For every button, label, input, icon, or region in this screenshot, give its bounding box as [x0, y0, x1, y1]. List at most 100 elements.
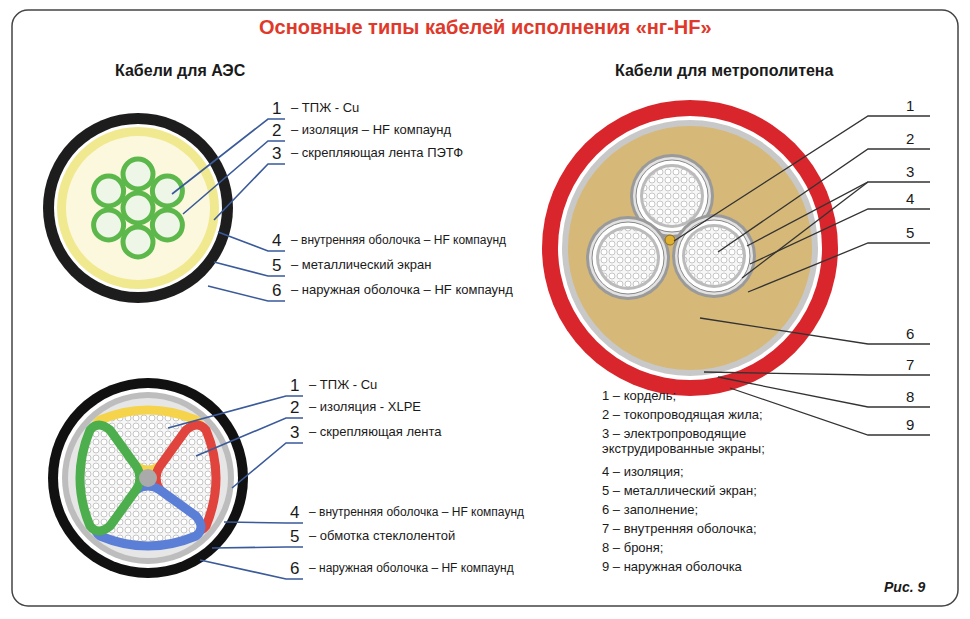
- callout-number: 3: [290, 423, 299, 443]
- drawing-polyline: [214, 164, 285, 220]
- part-label: – ТПЖ - Cu: [309, 378, 377, 393]
- drawing-circle: [596, 226, 660, 290]
- drawing-circle: [66, 136, 210, 280]
- drawing-polyline: [750, 209, 930, 264]
- npp-cable-1: [43, 113, 233, 303]
- part-label: – наружная оболочка – HF компаунд: [309, 562, 514, 576]
- drawing-circle: [94, 210, 124, 240]
- drawing-circle: [139, 469, 157, 487]
- drawing-circle: [123, 227, 153, 257]
- legend-line: 2 – токопроводящая жила;: [602, 408, 763, 423]
- callout-number: 6: [906, 325, 914, 342]
- drawing-polyline: [224, 522, 303, 523]
- drawing-circle: [43, 113, 233, 303]
- drawing-circle: [599, 229, 657, 287]
- drawing-circle: [568, 126, 812, 370]
- leader-lines: [674, 116, 930, 435]
- metro-core: [672, 214, 756, 298]
- callout-number: 4: [272, 231, 281, 251]
- callout-number: 9: [906, 416, 914, 433]
- drawing-circle: [152, 210, 182, 240]
- drawing-circle: [57, 127, 219, 289]
- drawing-polyline: [748, 243, 930, 292]
- drawing-circle: [68, 398, 228, 558]
- figure-caption: Рис. 9: [884, 579, 925, 595]
- drawing-circle: [58, 388, 238, 568]
- drawing-circle: [54, 124, 222, 292]
- drawing-circle: [592, 222, 664, 294]
- drawing-circle: [542, 100, 838, 396]
- drawing-circle: [682, 224, 746, 288]
- metro-cable: [542, 100, 838, 396]
- drawing-circle: [123, 159, 153, 189]
- drawing-circle: [586, 216, 670, 300]
- part-label: – внутренняя оболочка – HF компаунд: [291, 234, 506, 248]
- legend-line: 3 – электропроводящие экструдированные э…: [602, 427, 802, 457]
- drawing-polyline: [218, 232, 285, 251]
- part-label: – скрепляющая лента ПЭТФ: [291, 146, 463, 161]
- callout-number: 4: [906, 190, 914, 207]
- drawing-circle: [562, 120, 818, 376]
- part-label: – внутренняя оболочка – HF компаунд: [309, 506, 524, 520]
- section-heading: Кабели для метрополитена: [615, 62, 833, 80]
- drawing-polyline: [704, 372, 930, 375]
- callout-number: 2: [906, 130, 914, 147]
- legend-line: 8 – броня;: [602, 541, 663, 556]
- drawing-polyline: [200, 560, 303, 579]
- drawing-polyline: [183, 141, 285, 214]
- legend-line: 6 – заполнение;: [602, 503, 698, 518]
- legend-line: 9 – наружная оболочка: [602, 560, 742, 575]
- callout-number: 2: [290, 398, 299, 418]
- legend-line: 7 – внутренняя оболочка;: [602, 522, 757, 537]
- drawing-circle: [94, 176, 124, 206]
- part-label: – изоляция - XLPE: [309, 400, 421, 415]
- part-label: – металлический экран: [291, 258, 431, 273]
- metro-core: [586, 216, 670, 300]
- legend-line: 1 – кордель;: [602, 389, 676, 404]
- callout-number: 7: [906, 356, 914, 373]
- drawing-circle: [152, 176, 182, 206]
- callout-number: 5: [272, 256, 281, 276]
- part-label: – изоляция – HF компаунд: [291, 123, 451, 138]
- drawing-circle: [640, 164, 704, 228]
- drawing-circle: [123, 193, 153, 223]
- callout-number: 4: [290, 503, 299, 523]
- drawing-path: [80, 425, 140, 531]
- drawing-circle: [672, 214, 756, 298]
- drawing-polyline: [232, 443, 303, 488]
- title: Основные типы кабелей исполнения «нг-HF»: [259, 16, 712, 39]
- drawing-circle: [643, 167, 701, 225]
- core-rings: [94, 159, 183, 257]
- drawing-circle: [589, 219, 667, 297]
- section-heading: Кабели для АЭС: [115, 62, 245, 80]
- legend-line: 5 – металлический экран;: [602, 484, 757, 499]
- drawing-polyline: [168, 396, 303, 428]
- frame: [12, 10, 958, 606]
- drawing-polyline: [196, 418, 303, 456]
- drawing-circle: [675, 217, 753, 295]
- drawing-polyline: [700, 318, 930, 344]
- part-label: – ТПЖ - Cu: [291, 101, 359, 116]
- callout-number: 3: [906, 163, 914, 180]
- cord: [665, 235, 675, 245]
- part-label: – наружная оболочка – HF компаунд: [291, 283, 513, 298]
- part-label: – обмотка стеклолентой: [309, 529, 455, 544]
- drawing-polyline: [212, 547, 303, 548]
- callout-number: 5: [290, 527, 299, 547]
- callout-number: 3: [272, 144, 281, 164]
- part-label: – скрепляющая лента: [309, 425, 442, 440]
- drawing-polyline: [674, 116, 930, 241]
- leader-lines: [172, 119, 285, 301]
- callout-number: 1: [272, 99, 281, 119]
- legend-line: 4 – изоляция;: [602, 465, 684, 480]
- drawing-polyline: [747, 182, 930, 246]
- sector-cores: [80, 410, 216, 546]
- callout-number: 8: [906, 388, 914, 405]
- callout-number: 2: [272, 121, 281, 141]
- leader-lines: [168, 396, 303, 579]
- drawing-polyline: [172, 119, 285, 194]
- drawing-circle: [685, 227, 743, 285]
- drawing-polyline: [718, 149, 930, 252]
